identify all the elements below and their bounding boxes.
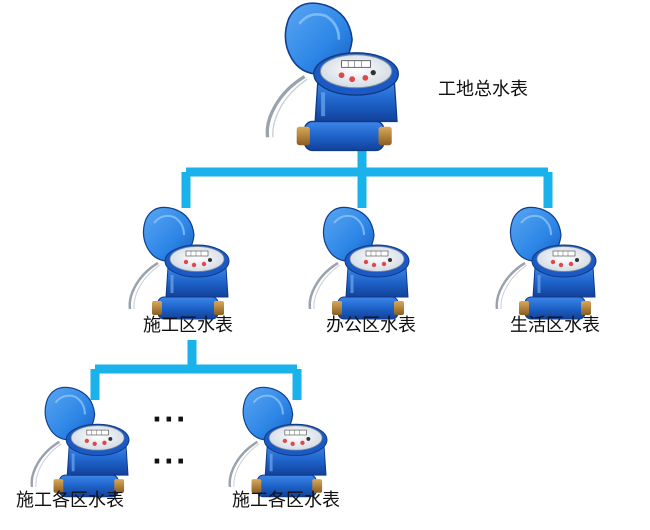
construction-zone-meter-label: 施工区水表 [143,315,233,336]
sub-zone-meter-label-1: 施工各区水表 [16,490,124,511]
ellipsis-top: ··· [152,405,188,435]
connector-lines [90,128,553,400]
sub-zone-meter-label-2: 施工各区水表 [232,490,340,511]
office-zone-meter-label: 办公区水表 [326,315,416,336]
water-meter-icon [128,205,231,321]
living-zone-meter-label: 生活区水表 [510,315,600,336]
ellipsis-bottom: ··· [152,447,188,477]
water-meter-icon [228,385,329,499]
water-meter-icon [495,205,598,321]
water-meter-icon [308,205,411,321]
water-meter-icon [30,385,131,499]
root-meter-label: 工地总水表 [438,79,528,100]
meters-group [30,1,598,499]
water-meter-icon [265,1,401,153]
